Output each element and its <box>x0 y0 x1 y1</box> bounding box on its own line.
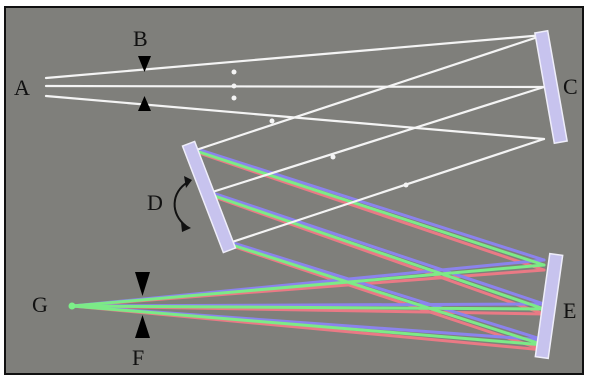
blue-beam-d-e-1 <box>192 146 546 262</box>
beam-marker <box>231 83 237 89</box>
entrance-slit-lower-jaw <box>138 96 151 111</box>
focusing-mirror-e <box>534 252 564 360</box>
white-beam-c-d-1 <box>191 33 546 153</box>
slit-jaws-icon <box>135 272 150 338</box>
white-beams <box>44 33 546 246</box>
white-beam-c-d-2 <box>204 85 546 196</box>
label-a: A <box>14 75 30 100</box>
label-f: F <box>132 345 144 370</box>
dispersed-beams <box>70 146 546 352</box>
beam-marker <box>231 69 237 75</box>
diffraction-grating-d <box>181 140 237 254</box>
beam-marker <box>231 95 237 101</box>
rotation-arrowhead-bottom <box>181 222 191 232</box>
rotation-arrowhead-top <box>184 176 192 188</box>
red-beam-d-e-1 <box>191 149 546 272</box>
collimating-mirror-c <box>534 29 568 145</box>
green-beam-e-g-1 <box>70 263 546 308</box>
green-beam-d-e-2 <box>204 191 546 311</box>
background <box>6 8 582 373</box>
curved-rotation-arrow-icon <box>173 176 192 232</box>
label-c: C <box>563 74 578 99</box>
entrance-slit-upper-jaw <box>138 56 151 72</box>
white-beam-c-d-3 <box>224 137 546 246</box>
label-g: G <box>32 292 48 317</box>
czerny-turner-diagram: A B C D E F G <box>6 8 582 373</box>
beam-marker <box>269 118 275 124</box>
white-beam-a-c-1 <box>44 33 546 80</box>
red-beam-d-e-2 <box>204 192 546 316</box>
beam-marker <box>330 154 336 160</box>
green-beam-e-g-3 <box>70 304 546 347</box>
rotation-arc <box>173 181 189 227</box>
green-beam-e-g-2 <box>70 304 546 311</box>
slit-jaws-icon <box>138 56 151 111</box>
label-e: E <box>563 298 576 323</box>
red-beam-d-e-3 <box>224 242 546 352</box>
exit-slit-lower-jaw <box>135 315 150 338</box>
beam-marker <box>403 182 409 188</box>
label-d: D <box>147 190 163 215</box>
blue-beam-d-e-2 <box>205 189 546 306</box>
white-beam-a-c-2 <box>44 84 546 89</box>
blue-beam-d-e-3 <box>225 239 546 342</box>
diagram-frame: A B C D E F G <box>4 6 584 375</box>
green-beam-d-e-3 <box>224 241 546 347</box>
focus-point-g <box>68 302 76 310</box>
label-b: B <box>133 26 148 51</box>
exit-slit-upper-jaw <box>135 272 150 296</box>
green-beam-d-e-1 <box>191 148 546 267</box>
